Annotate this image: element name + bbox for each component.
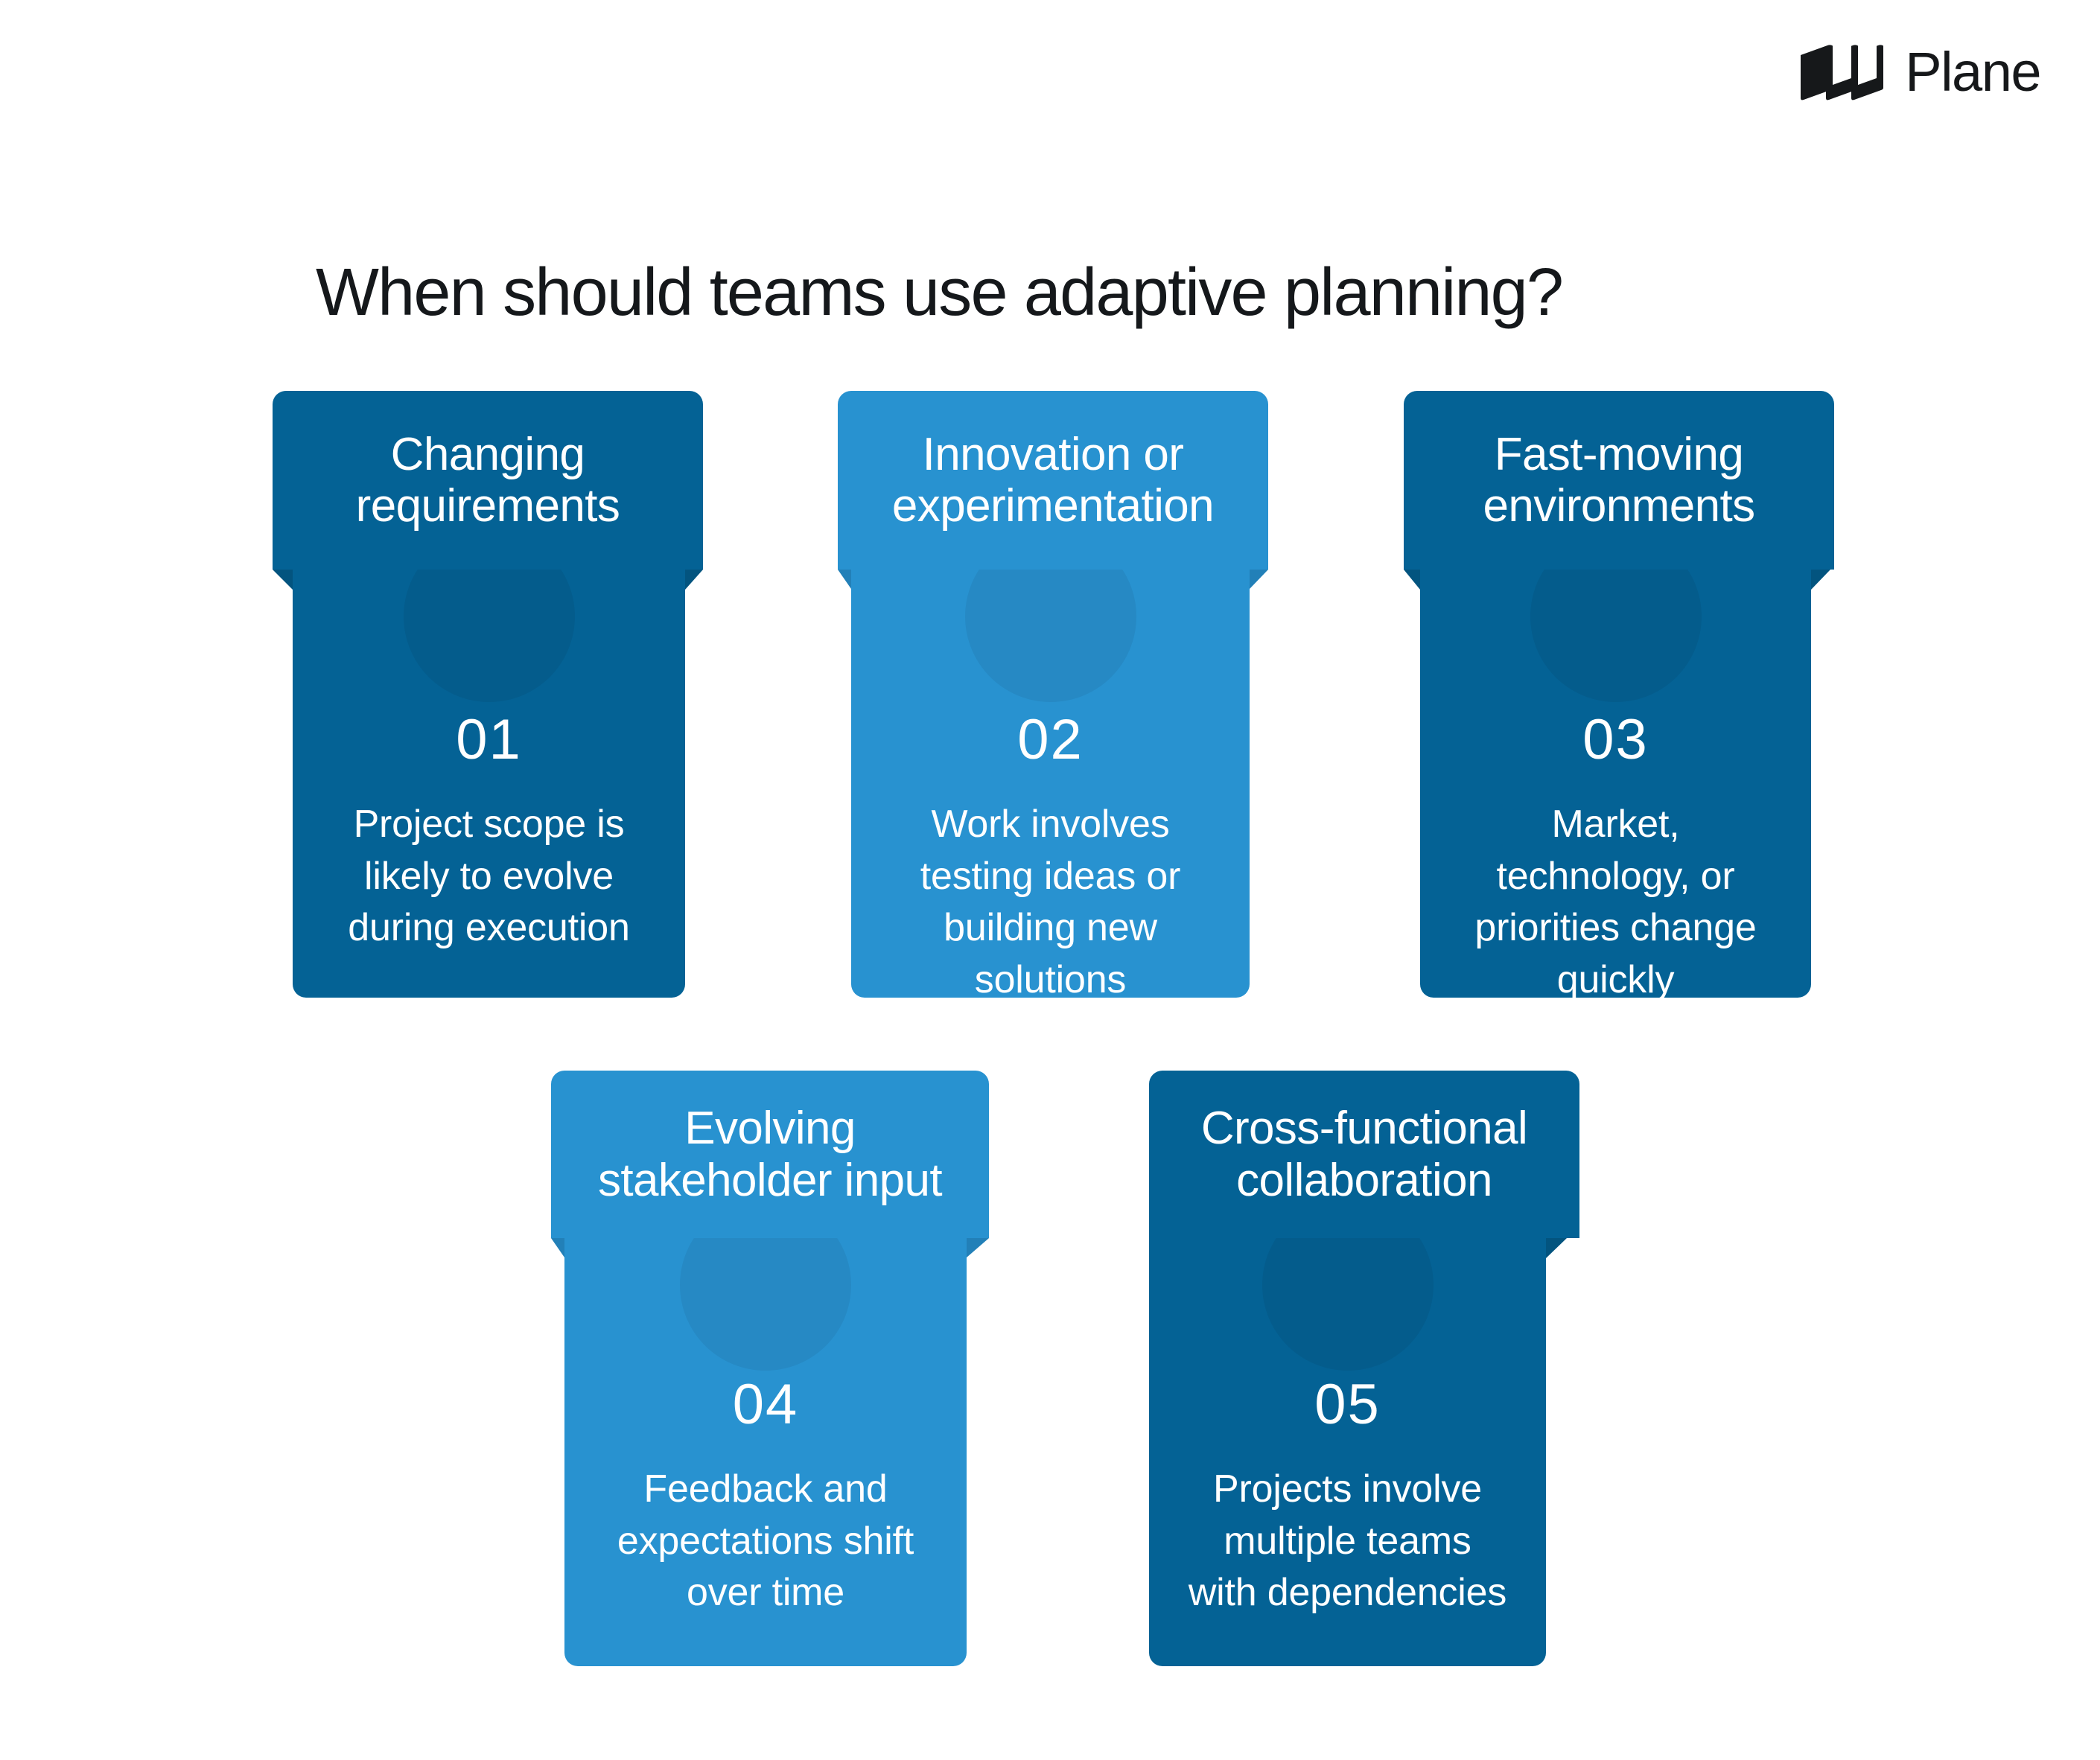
card-03: Fast-moving environments 03 Market, tech… <box>1404 391 1834 1001</box>
number-circle <box>964 570 1136 702</box>
ribbon-fold-right <box>1546 1238 1567 1258</box>
card-header: Evolving stakeholder input <box>551 1071 989 1238</box>
card-description: Projects involve multiple teams with dep… <box>1188 1467 1507 1615</box>
brand-name: Plane <box>1905 41 2041 103</box>
ribbon-fold-left <box>1404 570 1420 590</box>
ribbon-fold-right <box>967 1238 989 1257</box>
ribbon-fold-left <box>838 570 851 589</box>
card-body <box>1149 1238 1546 1666</box>
card-heading: Fast-moving environments <box>1483 428 1756 532</box>
card-description: Work involves testing ideas or building … <box>920 803 1181 1002</box>
card-header: Innovation or experimentation <box>838 391 1268 570</box>
card-number: 05 <box>1314 1373 1381 1436</box>
number-circle <box>680 1238 851 1371</box>
card-body <box>1420 570 1811 998</box>
card-01: Changing requirements 01 Project scope i… <box>273 391 703 998</box>
card-header: Changing requirements <box>273 391 703 570</box>
card-header: Fast-moving environments <box>1404 391 1834 570</box>
card-body <box>293 570 685 998</box>
number-circle <box>1261 1238 1434 1371</box>
ribbon-fold-right <box>685 570 703 590</box>
card-heading: Innovation or experimentation <box>891 428 1215 532</box>
number-circle <box>403 570 575 702</box>
card-heading: Cross-functional collaboration <box>1200 1103 1528 1206</box>
page-title: When should teams use adaptive planning? <box>316 255 1564 331</box>
card-description: Feedback and expectations shift over tim… <box>617 1467 914 1615</box>
card-description: Project scope is likely to evolve during… <box>348 803 630 950</box>
brand-logo: Plane <box>1798 41 2041 103</box>
card-04: Evolving stakeholder input 04 Feedback a… <box>551 1071 989 1666</box>
number-circle <box>1530 570 1702 702</box>
card-body <box>564 1238 967 1666</box>
card-number: 04 <box>732 1373 799 1436</box>
card-number: 03 <box>1582 708 1649 771</box>
ribbon-fold-left <box>551 1238 564 1257</box>
card-header: Cross-functional collaboration <box>1149 1071 1579 1238</box>
card-description: Market, technology, or priorities change… <box>1474 803 1757 1002</box>
card-02: Innovation or experimentation 02 Work in… <box>838 391 1268 1001</box>
plane-logo-icon <box>1801 44 1884 101</box>
ribbon-fold-right <box>1250 570 1268 589</box>
card-body <box>851 570 1250 998</box>
card-number: 01 <box>456 708 522 771</box>
card-heading: Evolving stakeholder input <box>597 1103 943 1206</box>
card-heading: Changing requirements <box>355 428 620 532</box>
card-05: Cross-functional collaboration 05 Projec… <box>1149 1071 1579 1666</box>
card-number: 02 <box>1017 708 1084 771</box>
ribbon-fold-left <box>273 570 293 590</box>
ribbon-fold-right <box>1811 570 1830 590</box>
